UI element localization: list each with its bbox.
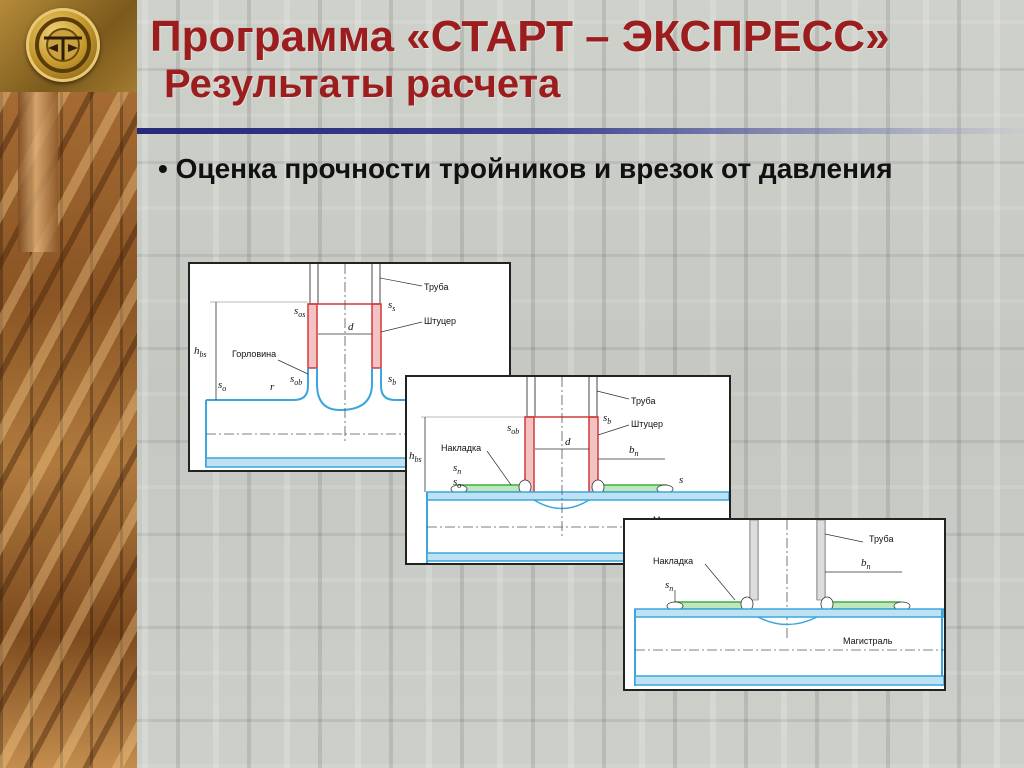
page-title: Программа «СТАРТ – ЭКСПРЕСС» — [150, 12, 890, 61]
label-bn-base: b — [629, 444, 635, 456]
label-bn-sub: n — [635, 449, 639, 458]
label-sob-base: s — [290, 373, 294, 385]
diagram-tee-pad-drawing: Труба Штуцер Накладка Магистраль sob sb … — [409, 377, 729, 563]
label-so: so — [453, 476, 461, 490]
bullet-marker: • — [158, 153, 168, 184]
label-sos-base: s — [294, 305, 298, 317]
label-bn-base: b — [861, 557, 867, 569]
label-sob-sub: ob — [511, 427, 519, 436]
label-sn: sn — [665, 579, 673, 593]
label-sob-base: s — [507, 422, 511, 434]
side-photo-strip — [0, 92, 137, 768]
label-pad: Накладка — [441, 443, 481, 453]
label-sb: sb — [388, 373, 396, 387]
label-sob-sub: ob — [294, 378, 302, 387]
label-ss-sub: s — [392, 304, 395, 313]
label-bn-sub: n — [867, 562, 871, 571]
label-hbs: hbs — [194, 345, 207, 359]
label-so-sub: o — [222, 384, 226, 393]
diagram-pad-simple: Труба Накладка bn sn Магистраль — [623, 518, 946, 691]
emblem-icon-glyph — [35, 17, 91, 73]
label-sob: sob — [290, 373, 302, 387]
label-sb-sub: b — [392, 378, 396, 387]
label-pad: Накладка — [653, 556, 693, 566]
emblem-icon — [26, 8, 100, 82]
label-sn-sub: n — [669, 584, 673, 593]
label-ss-base: s — [388, 299, 392, 311]
label-main: Магистраль — [843, 636, 893, 646]
label-r: r — [270, 381, 275, 393]
label-sn: sn — [453, 462, 461, 476]
label-hbs-sub: bs — [200, 350, 207, 359]
label-ss: ss — [388, 299, 395, 313]
label-pipe: Труба — [424, 282, 448, 292]
label-sn-sub: n — [457, 467, 461, 476]
label-hbs-base: h — [194, 345, 200, 357]
label-pipe: Труба — [869, 534, 893, 544]
label-sb-base: s — [388, 373, 392, 385]
label-sos: sos — [294, 305, 305, 319]
label-sos-sub: os — [298, 310, 305, 319]
label-sb: sb — [603, 412, 611, 426]
label-bn: bn — [861, 557, 871, 571]
label-sob: sob — [507, 422, 519, 436]
label-so-sub: o — [457, 481, 461, 490]
pipe-photo-detail — [18, 92, 58, 252]
label-hbs-sub: bs — [415, 455, 422, 464]
label-d: d — [348, 321, 354, 333]
diagram-tee-neck: Труба Штуцер Горловина sos ss d hbs so r… — [188, 262, 511, 472]
bullet-item: • Оценка прочности тройников и врезок от… — [158, 150, 918, 188]
label-sb-base: s — [603, 412, 607, 424]
diagram-tee-neck-drawing: Труба Штуцер Горловина sos ss d hbs so r… — [194, 264, 509, 468]
bullet-text: Оценка прочности тройников и врезок от д… — [175, 153, 893, 184]
logo-area — [0, 0, 137, 92]
label-so: so — [218, 379, 226, 393]
label-pipe: Труба — [631, 396, 655, 406]
label-s: s — [679, 474, 683, 486]
label-so-base: s — [453, 476, 457, 488]
label-nozzle: Штуцер — [424, 316, 456, 326]
page-subtitle: Результаты расчета — [164, 62, 561, 106]
label-hbs: hbs — [409, 450, 422, 464]
label-d: d — [565, 436, 571, 448]
label-bn: bn — [629, 444, 639, 458]
diagram-pad-simple-drawing: Труба Накладка bn sn Магистраль — [634, 520, 944, 686]
label-hbs-base: h — [409, 450, 415, 462]
label-so-base: s — [218, 379, 222, 391]
label-nozzle: Штуцер — [631, 419, 663, 429]
label-sn-base: s — [665, 579, 669, 591]
title-divider — [137, 128, 1024, 134]
label-neck: Горловина — [232, 349, 276, 359]
label-sb-sub: b — [607, 417, 611, 426]
label-sn-base: s — [453, 462, 457, 474]
